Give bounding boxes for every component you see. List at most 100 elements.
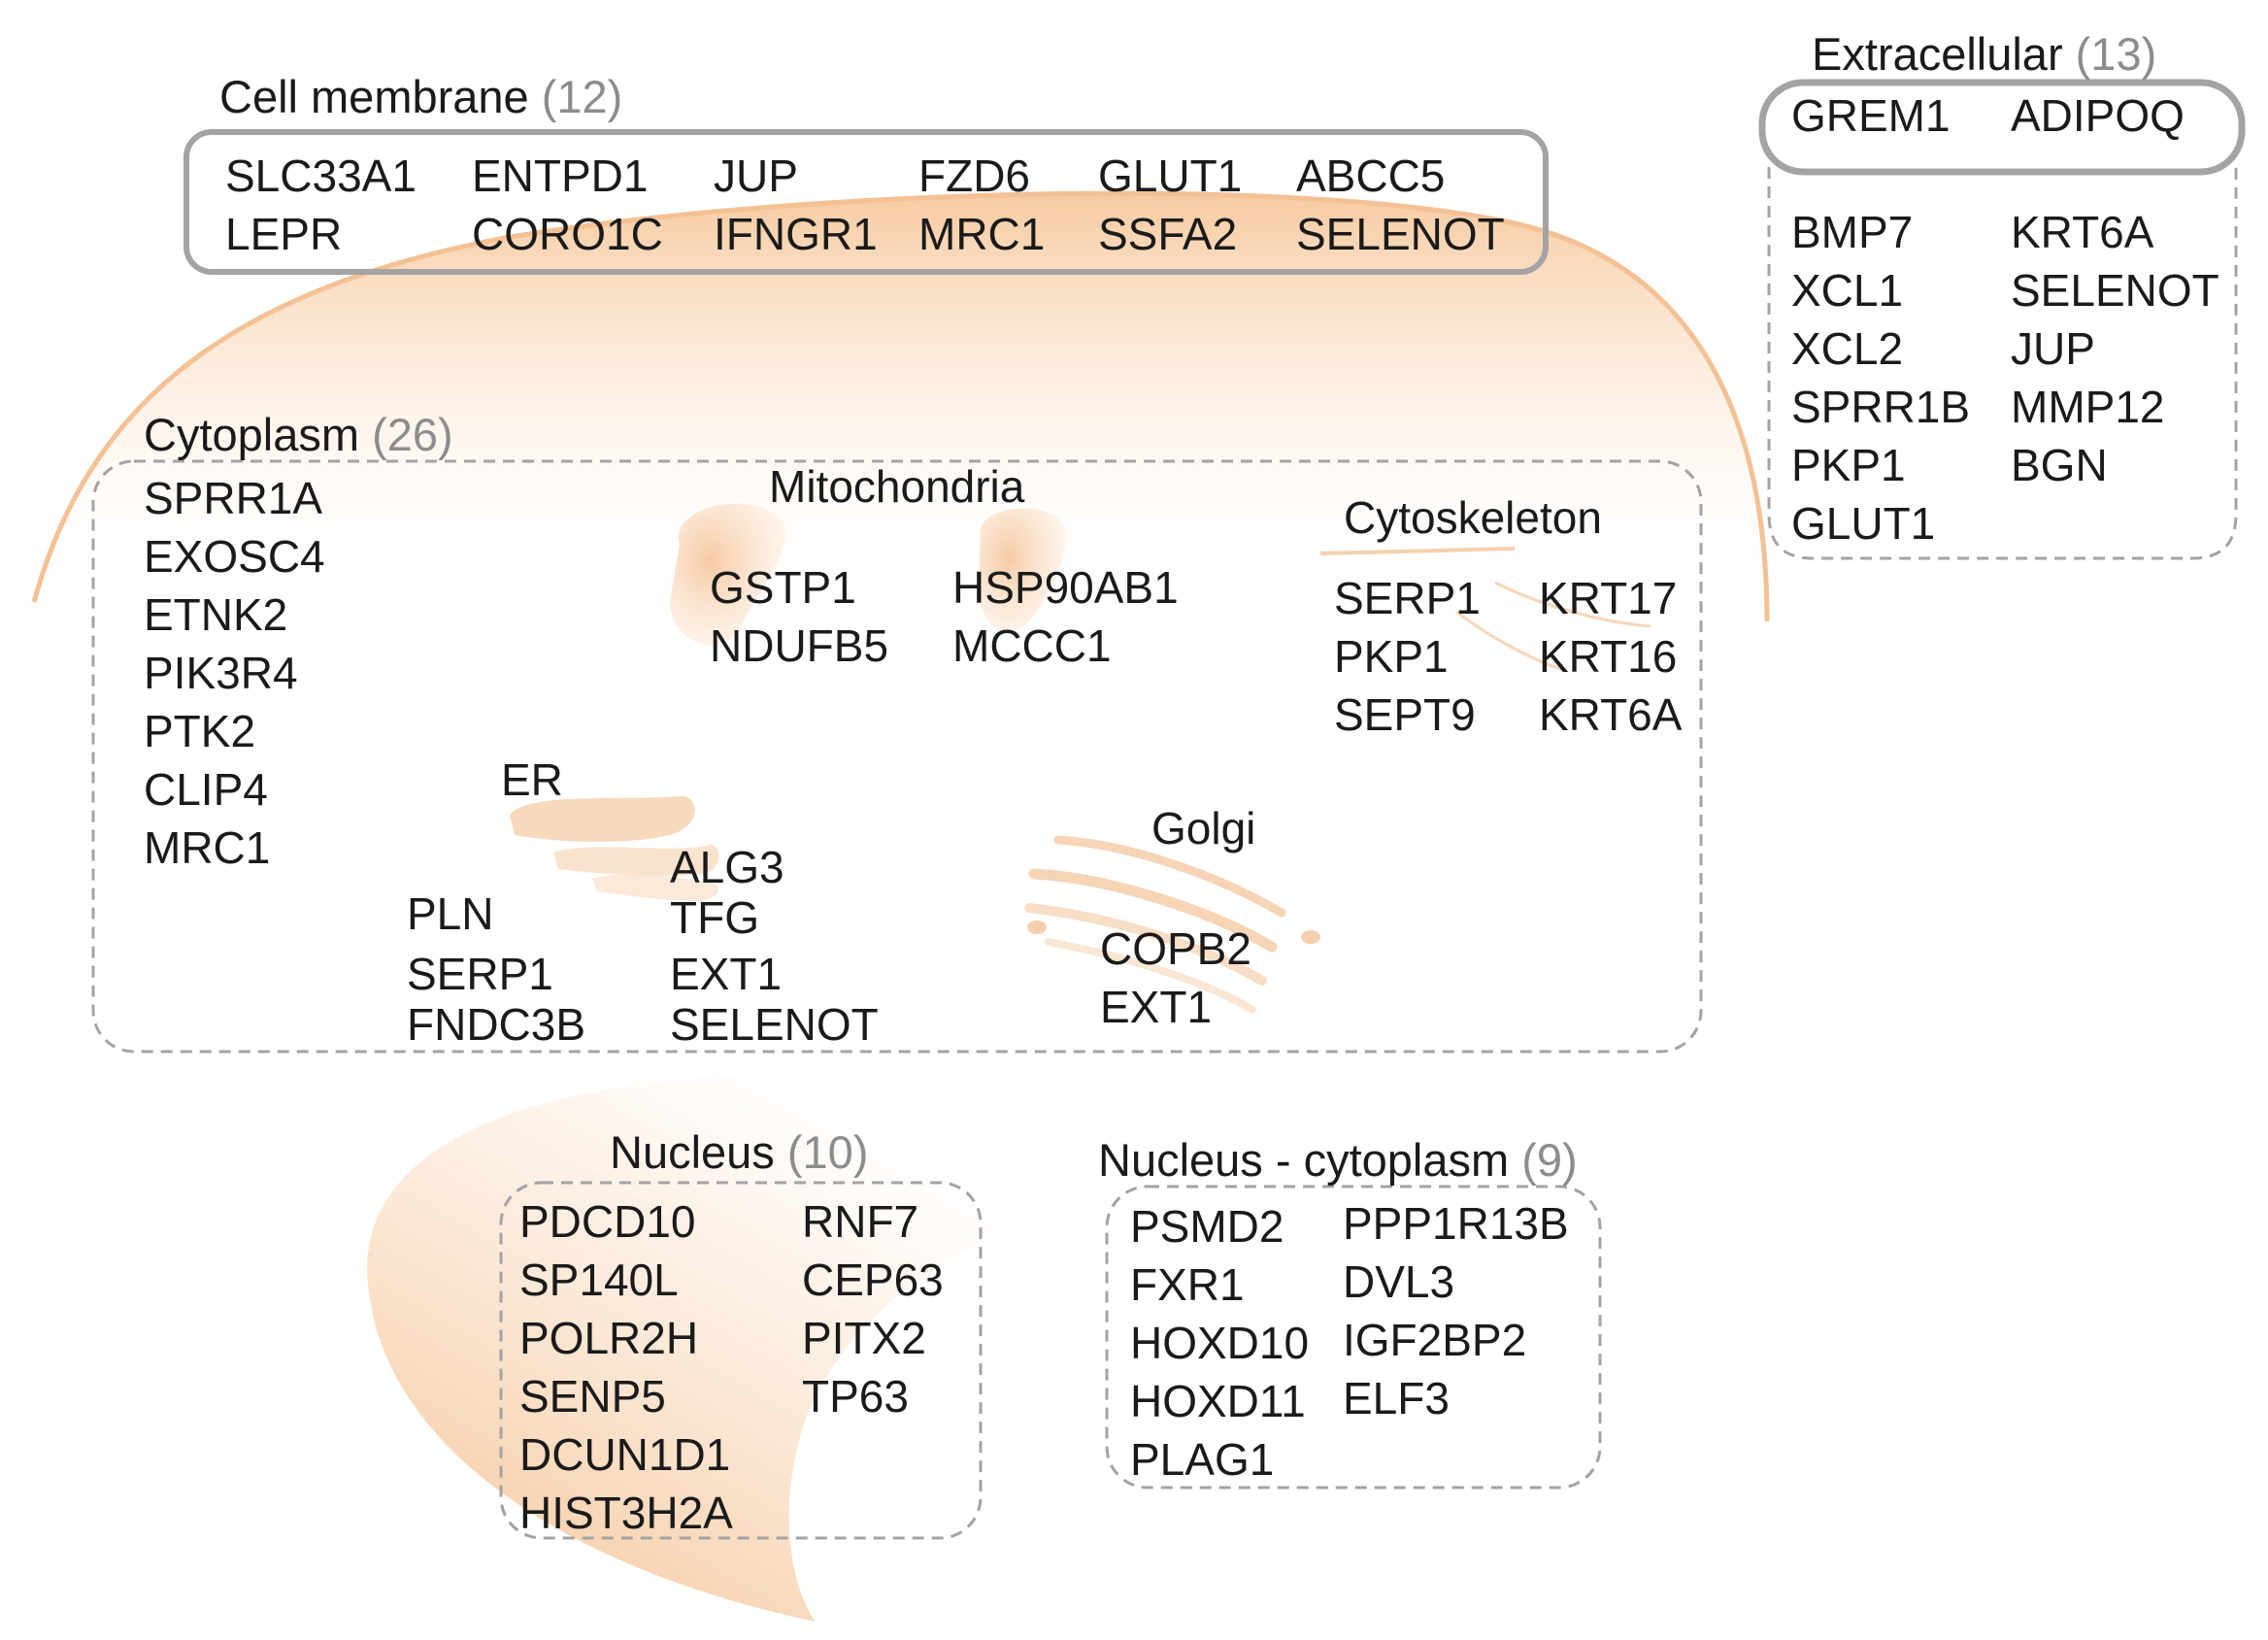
cytoskeleton-filament — [1319, 547, 1516, 555]
gene-label: ABCC5 — [1296, 151, 1446, 201]
er-shape — [510, 795, 695, 842]
gene-label: IFNGR1 — [714, 209, 878, 259]
cytoskeleton-title: Cytoskeleton — [1344, 492, 1602, 543]
gene-label: SELENOT — [1296, 209, 1505, 259]
nucleus-column-1: PDCD10 SP140L POLR2H SENP5 DCUN1D1 HIST3… — [519, 1192, 733, 1542]
gene-label: RNF7 — [802, 1196, 919, 1247]
gene-label: FXR1 — [1130, 1259, 1245, 1310]
gene-label: SELENOT — [2011, 265, 2219, 316]
golgi-shape — [1028, 868, 1278, 953]
extracellular-column-1: BMP7 XCL1 XCL2 SPRR1B PKP1 GLUT1 — [1791, 203, 1970, 552]
cytoplasm-title: Cytoplasm (26) — [144, 412, 453, 457]
gene-label: SEPT9 — [1334, 689, 1476, 740]
mitochondrion-shape — [978, 508, 1066, 632]
gene-label: GLUT1 — [1098, 151, 1243, 201]
gene-label: SSFA2 — [1098, 209, 1238, 259]
golgi-shape — [1045, 938, 1256, 1014]
gene-label: XCL1 — [1791, 265, 1904, 316]
gene-label: MRC1 — [918, 209, 1046, 259]
nucleus-cytoplasm-label: Nucleus - cytoplasm — [1098, 1134, 1510, 1186]
nucleus-box — [499, 1181, 983, 1540]
gene-label: BMP7 — [1791, 207, 1914, 257]
gene-label: TP63 — [802, 1371, 909, 1422]
mitochondria-column-2: HSP90AB1 MCCC1 — [952, 558, 1179, 675]
nucleus-cytoplasm-column-1: PSMD2 FXR1 HOXD10 HOXD11 PLAG1 — [1130, 1197, 1309, 1489]
mitochondrion-shape — [670, 503, 786, 646]
extracellular-count: (13) — [2075, 28, 2157, 80]
cell-membrane-box — [183, 129, 1549, 275]
gene-label: COPB2 — [1100, 923, 1251, 974]
cytoplasm-count: (26) — [372, 409, 453, 460]
gene-label: SENP5 — [519, 1371, 666, 1422]
gene-label: CLIP4 — [144, 764, 268, 815]
cytoplasm-label: Cytoplasm — [144, 409, 360, 460]
er-shape — [553, 845, 719, 877]
gene-label: BGN — [2011, 440, 2108, 490]
cytoskeleton-filament — [1494, 581, 1651, 628]
gene-label: SELENOT — [670, 999, 879, 1050]
nucleus-cytoplasm-column-2: PPP1R13B DVL3 IGF2BP2 ELF3 — [1343, 1194, 1569, 1427]
nucleus-count: (10) — [786, 1126, 869, 1178]
nucleus-column-2: RNF7 CEP63 PITX2 TP63 — [802, 1192, 944, 1425]
gene-label: GSTP1 — [710, 562, 856, 613]
gene-label: FZD6 — [918, 151, 1030, 201]
golgi-title: Golgi — [1151, 803, 1256, 853]
cell-outline — [31, 190, 1770, 622]
cytoskeleton-filament — [1455, 610, 1564, 672]
gene-label: KRT17 — [1539, 573, 1678, 623]
gene-label: TFG — [670, 892, 759, 943]
gene-label: PKP1 — [1334, 631, 1449, 682]
gene-label: PLN — [407, 888, 494, 939]
mitochondria-column-1: GSTP1 NDUFB5 — [710, 558, 888, 675]
gene-label: ADIPOQ — [2011, 90, 2185, 141]
cell-membrane-title: Cell membrane (12) — [219, 74, 622, 119]
gene-label: ENTPD1 — [472, 151, 649, 201]
gene-label: DVL3 — [1343, 1256, 1455, 1307]
gene-label: LEPR — [225, 209, 343, 259]
nucleus-cytoplasm-title: Nucleus - cytoplasm (9) — [1098, 1137, 1578, 1183]
gene-label: JUP — [714, 151, 798, 201]
extracellular-column-2: KRT6A SELENOT JUP MMP12 BGN — [2011, 203, 2219, 494]
golgi-vesicle — [1027, 920, 1047, 934]
gene-label: EXT1 — [1100, 982, 1213, 1032]
gene-label: PSMD2 — [1130, 1201, 1284, 1252]
nucleus-cytoplasm-box — [1105, 1185, 1602, 1489]
gene-label: SPRR1A — [144, 473, 323, 523]
golgi-vesicle — [1301, 930, 1320, 944]
gene-label: DCUN1D1 — [519, 1429, 731, 1480]
gene-label: KRT6A — [2011, 207, 2154, 257]
gene-label: ALG3 — [670, 842, 784, 892]
gene-label: GLUT1 — [1791, 498, 1936, 549]
cell-membrane-count: (12) — [541, 71, 623, 122]
gene-label: CEP63 — [802, 1255, 944, 1305]
gene-label: IGF2BP2 — [1343, 1315, 1527, 1365]
gene-label: PTK2 — [144, 706, 256, 756]
gene-label: PKP1 — [1791, 440, 1906, 490]
gene-label: POLR2H — [519, 1313, 699, 1363]
cytoplasm-box — [91, 459, 1703, 1054]
gene-label: KRT6A — [1539, 689, 1683, 740]
golgi-shape — [1024, 903, 1267, 986]
cell-membrane-label: Cell membrane — [219, 71, 529, 122]
gene-label: EXOSC4 — [144, 531, 325, 582]
gene-label: PDCD10 — [519, 1196, 696, 1247]
gene-label: MCCC1 — [952, 620, 1112, 671]
gene-label: PIK3R4 — [144, 648, 298, 698]
gene-label: SERP1 — [1334, 573, 1481, 623]
cytoplasm-gene-list: SPRR1A EXOSC4 ETNK2 PIK3R4 PTK2 CLIP4 MR… — [144, 469, 325, 877]
gene-label: EXT1 — [670, 949, 783, 999]
gene-label: SP140L — [519, 1255, 679, 1305]
cell-body-shape — [34, 193, 1767, 680]
gene-label: SPRR1B — [1791, 382, 1971, 432]
gene-label: XCL2 — [1791, 323, 1904, 374]
gene-label: HOXD11 — [1130, 1376, 1306, 1426]
extracellular-top-box — [1758, 79, 2246, 176]
nucleus-shape — [367, 1072, 1184, 1622]
gene-label: MRC1 — [144, 822, 271, 873]
cytoskeleton-column-2: KRT17 KRT16 KRT6A — [1539, 569, 1682, 744]
gene-label: SLC33A1 — [225, 151, 417, 201]
er-title: ER — [501, 754, 563, 805]
gene-label: PPP1R13B — [1343, 1198, 1569, 1249]
gene-label: ELF3 — [1343, 1373, 1450, 1423]
